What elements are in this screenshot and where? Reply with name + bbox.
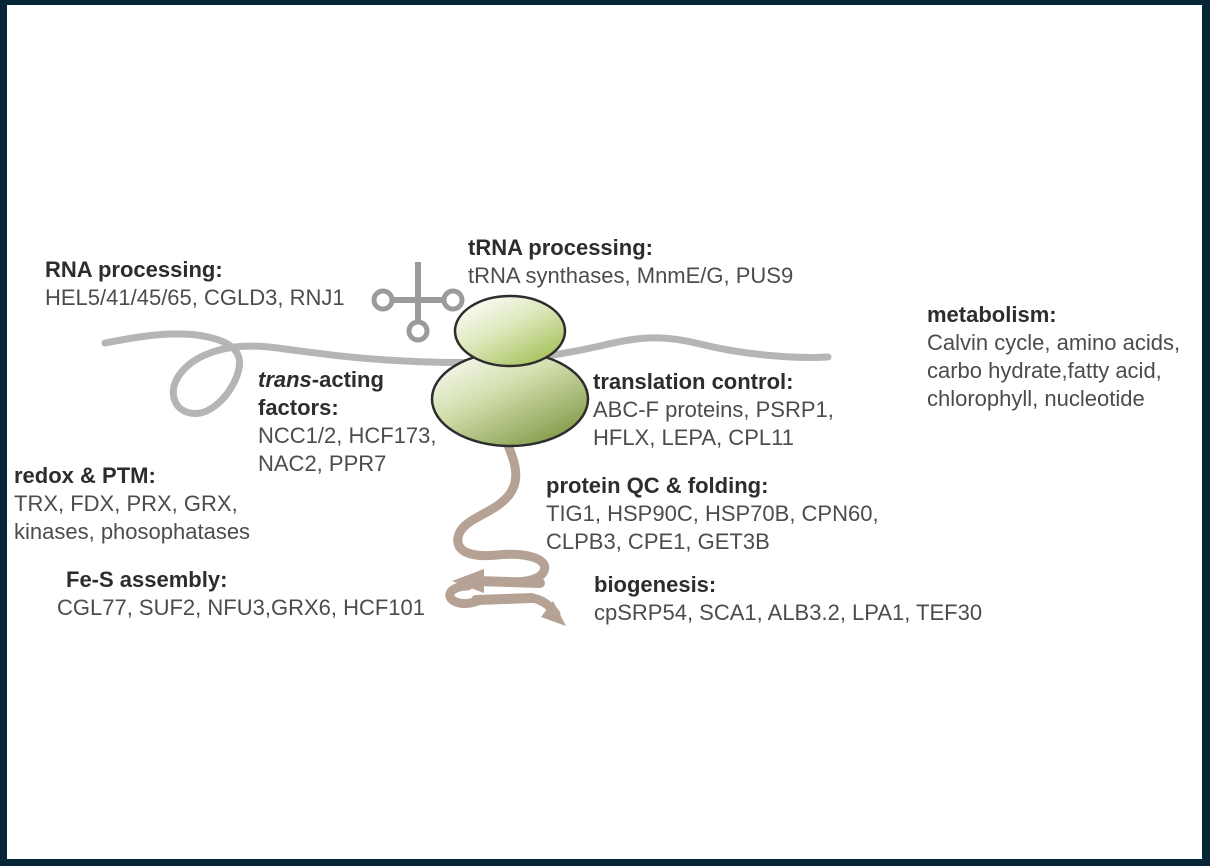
- folded-protein-arrowhead-tail: [541, 601, 566, 626]
- label-redox-ptm-title: redox & PTM:: [14, 463, 156, 488]
- label-trans-italic: trans: [258, 367, 312, 392]
- label-trans-acting-title-line1: trans-acting: [258, 366, 437, 394]
- label-trna-processing: tRNA processing: tRNA synthases, MnmE/G,…: [468, 234, 793, 290]
- label-rna-processing-genes: HEL5/41/45/65, CGLD3, RNJ1: [45, 285, 345, 310]
- label-metabolism-line2: carbo hydrate,fatty acid,: [927, 358, 1162, 383]
- trna-anticodon-loop: [406, 319, 430, 343]
- label-metabolism-title: metabolism:: [927, 302, 1057, 327]
- label-protein-qc-genes-line2: CLPB3, CPE1, GET3B: [546, 529, 770, 554]
- label-protein-qc-folding: protein QC & folding: TIG1, HSP90C, HSP7…: [546, 472, 879, 556]
- label-fes-assembly: Fe-S assembly: CGL77, SUF2, NFU3,GRX6, H…: [57, 566, 425, 622]
- label-fes-assembly-title: Fe-S assembly:: [66, 567, 228, 592]
- label-trna-processing-genes: tRNA synthases, MnmE/G, PUS9: [468, 263, 794, 288]
- trna-left-loop: [371, 288, 395, 312]
- peptide-squiggle: [453, 433, 550, 587]
- label-trna-processing-title: tRNA processing:: [468, 235, 653, 260]
- label-trans-acting-genes-line2: NAC2, PPR7: [258, 451, 387, 476]
- label-trans-acting-factors: trans-acting factors: NCC1/2, HCF173, NA…: [258, 366, 437, 478]
- label-rna-processing: RNA processing: HEL5/41/45/65, CGLD3, RN…: [45, 256, 345, 312]
- label-protein-qc-title: protein QC & folding:: [546, 473, 769, 498]
- label-redox-ptm: redox & PTM: TRX, FDX, PRX, GRX, kinases…: [14, 462, 250, 546]
- ribosome-small-subunit: [453, 294, 567, 368]
- label-metabolism-line3: chlorophyll, nucleotide: [927, 386, 1145, 411]
- label-metabolism-line1: Calvin cycle, amino acids,: [927, 330, 1181, 355]
- label-biogenesis-genes: cpSRP54, SCA1, ALB3.2, LPA1, TEF30: [594, 600, 983, 625]
- label-translation-control: translation control: ABC-F proteins, PSR…: [593, 368, 834, 452]
- label-trans-acting-genes-line1: NCC1/2, HCF173,: [258, 423, 437, 448]
- folded-protein-strand-middle: [471, 593, 537, 605]
- folded-protein-arrowhead-left: [452, 569, 484, 593]
- trna-cloverleaf: [371, 262, 465, 343]
- label-trans-acting-title-line2: factors:: [258, 395, 339, 420]
- nascent-peptide-chain: [445, 433, 566, 626]
- trna-right-loop: [441, 288, 465, 312]
- label-redox-ptm-genes-line2: kinases, phosophatases: [14, 519, 251, 544]
- mrna-strand: [101, 330, 832, 417]
- folded-protein-strand-top: [471, 576, 545, 588]
- label-rna-processing-title: RNA processing:: [45, 257, 223, 282]
- label-metabolism: metabolism: Calvin cycle, amino acids, c…: [927, 301, 1180, 413]
- label-redox-ptm-genes-line1: TRX, FDX, PRX, GRX,: [14, 491, 238, 516]
- label-trans-rest: -acting: [311, 367, 384, 392]
- label-fes-assembly-genes: CGL77, SUF2, NFU3,GRX6, HCF101: [57, 595, 426, 620]
- label-translation-control-genes-line1: ABC-F proteins, PSRP1,: [593, 397, 834, 422]
- label-protein-qc-genes-line1: TIG1, HSP90C, HSP70B, CPN60,: [546, 501, 879, 526]
- label-translation-control-title: translation control:: [593, 369, 794, 394]
- label-biogenesis-title: biogenesis:: [594, 572, 717, 597]
- label-biogenesis: biogenesis: cpSRP54, SCA1, ALB3.2, LPA1,…: [594, 571, 982, 627]
- label-translation-control-genes-line2: HFLX, LEPA, CPL11: [593, 425, 794, 450]
